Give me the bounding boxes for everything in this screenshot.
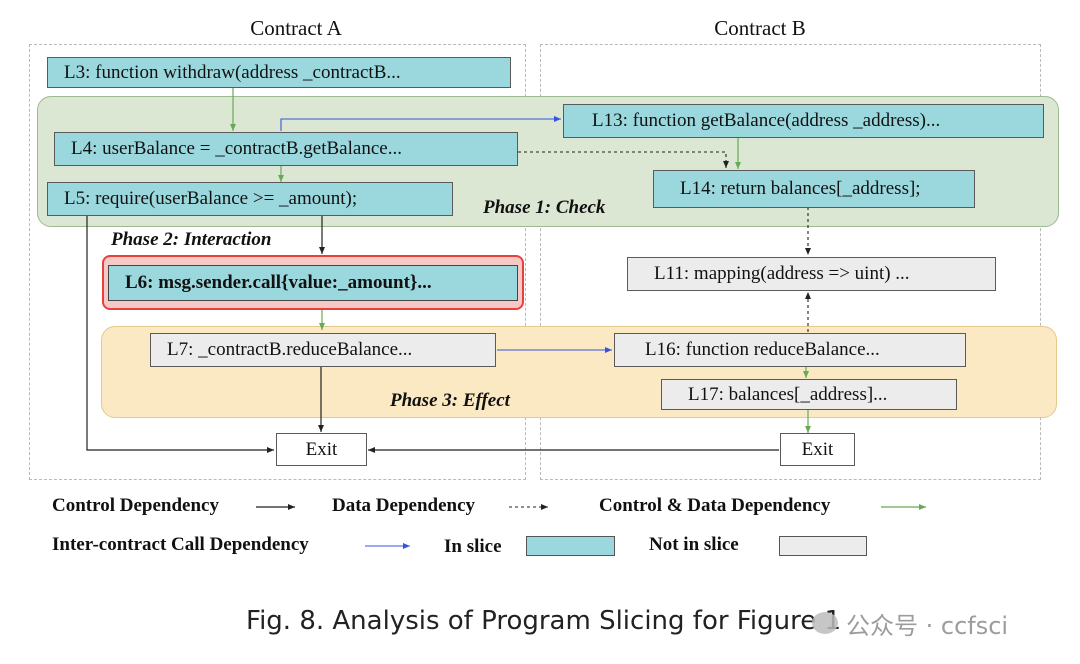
control-edges xyxy=(86,216,779,453)
contract-a-title: Contract A xyxy=(250,16,342,40)
contract-a-container xyxy=(29,44,526,480)
phase-interaction-label: Phase 2: Interaction xyxy=(111,229,272,250)
inter-contract-edges xyxy=(280,116,612,353)
node-l4: L4: userBalance = _contractB.getBalance.… xyxy=(54,132,518,166)
node-l17: L17: balances[_address]... xyxy=(661,379,957,410)
legend-control-arrow xyxy=(256,504,295,510)
wechat-icon xyxy=(812,612,838,634)
node-l3: L3: function withdraw(address _contractB… xyxy=(47,57,511,88)
node-exit-b: Exit xyxy=(780,433,855,466)
watermark-text: 公众号 · ccfsci xyxy=(846,612,1009,640)
node-l7: L7: _contractB.reduceBalance... xyxy=(150,333,496,367)
legend-not-in-slice-label: Not in slice xyxy=(649,534,739,555)
legend-in-slice-swatch xyxy=(526,536,615,556)
legend-inter-contract-arrow xyxy=(365,543,410,549)
node-l14: L14: return balances[_address]; xyxy=(653,170,975,208)
data-edges xyxy=(518,151,811,332)
legend-control-data-arrow xyxy=(881,504,926,510)
phase-effect-label: Phase 3: Effect xyxy=(390,390,510,411)
legend-not-in-slice-swatch xyxy=(779,536,867,556)
node-exit-a: Exit xyxy=(276,433,367,466)
legend-data-arrow xyxy=(509,504,548,510)
node-l16: L16: function reduceBalance... xyxy=(614,333,966,367)
contract-b-container xyxy=(540,44,1041,480)
legend-control-label: Control Dependency xyxy=(52,495,219,516)
legend-inter-contract-label: Inter-contract Call Dependency xyxy=(52,534,309,555)
node-l11: L11: mapping(address => uint) ... xyxy=(627,257,996,291)
legend-control-data-label: Control & Data Dependency xyxy=(599,495,831,516)
control-data-edges xyxy=(230,87,811,433)
contract-b-title: Contract B xyxy=(714,16,806,40)
phase-check-label: Phase 1: Check xyxy=(483,197,606,218)
node-l5: L5: require(userBalance >= _amount); xyxy=(47,182,453,216)
legend-data-label: Data Dependency xyxy=(332,495,476,516)
node-l13: L13: function getBalance(address _addres… xyxy=(563,104,1044,138)
legend-in-slice-label: In slice xyxy=(444,536,502,557)
figure-caption: Fig. 8. Analysis of Program Slicing for … xyxy=(246,606,841,636)
node-l6: L6: msg.sender.call{value:_amount}... xyxy=(108,265,518,301)
